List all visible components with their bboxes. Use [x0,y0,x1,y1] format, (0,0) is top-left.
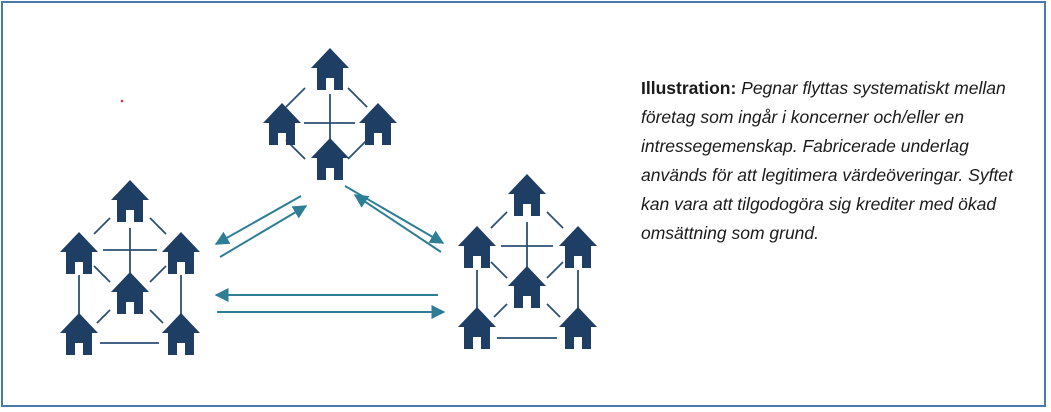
house-icon [162,313,200,355]
house-icon [559,226,597,268]
left-house-group [78,217,182,344]
caption-label: Illustration: [641,78,737,98]
red-dot [120,99,124,103]
house-icon [311,48,349,90]
illustration-caption: Illustration: Pegnar flyttas systematisk… [641,74,1021,248]
house-icon [111,272,149,314]
house-icon [111,180,149,222]
house-icon [559,307,597,349]
house-icon [458,307,496,349]
flow-arrow-to-right [344,185,445,244]
house-icon [359,103,397,145]
house-icon [508,174,546,216]
caption-text: Pegnar flyttas systematiskt mellan föret… [641,78,1013,243]
house-icon [458,226,496,268]
illustration-frame [1,1,1046,407]
house-icon [60,313,98,355]
house-icon [263,103,301,145]
house-icon [311,138,349,180]
right-house-group [476,211,579,339]
house-icon [508,266,546,308]
flow-arrow-to-top [219,205,308,258]
house-icon [162,232,200,274]
flow-arrow-to-top [353,194,442,253]
flow-arrow-to-left [214,195,302,245]
house-icon [60,232,98,274]
